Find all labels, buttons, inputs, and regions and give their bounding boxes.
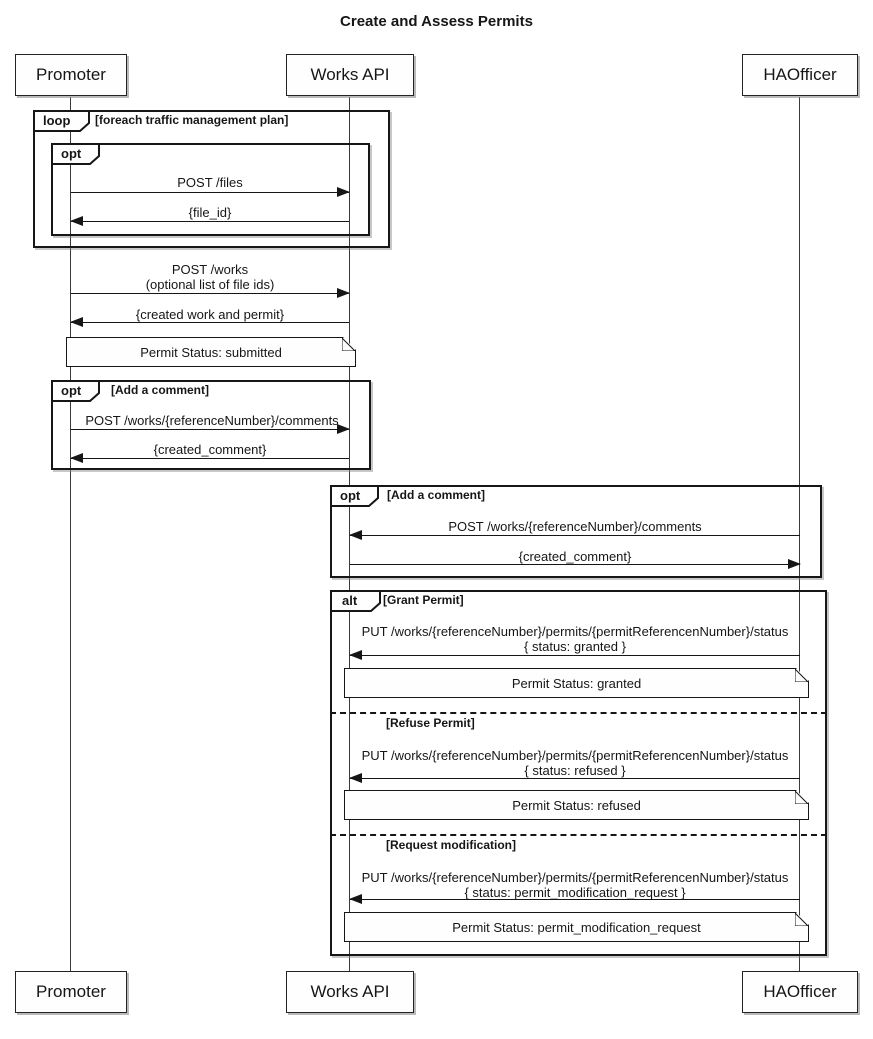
lifeline-haofficer bbox=[799, 97, 800, 971]
message-file-id-response: {file_id} bbox=[188, 205, 232, 220]
message-post-comment-ha: POST /works/{referenceNumber}/comments bbox=[448, 519, 702, 534]
arrow-post-works bbox=[71, 288, 350, 298]
frame-alt-assess: alt [Grant Permit] [Refuse Permit] [Requ… bbox=[330, 590, 827, 956]
frame-opt-ha-comment: opt [Add a comment] bbox=[330, 485, 822, 578]
frame-keyword-opt-upload: opt bbox=[61, 146, 82, 161]
message-put-status-path-refuse: PUT /works/{referenceNumber}/permits/{pe… bbox=[361, 748, 789, 763]
message-created-comment-promoter: {created_comment} bbox=[153, 442, 267, 457]
arrow-put-status-modification bbox=[349, 894, 800, 904]
participant-works-api-top: Works API bbox=[286, 54, 414, 96]
frame-loop: loop [foreach traffic management plan] bbox=[33, 110, 390, 248]
diagram-title: Create and Assess Permits bbox=[340, 13, 533, 30]
frame-keyword-opt-promoter-comment: opt bbox=[61, 383, 82, 398]
participant-haofficer-bottom: HAOfficer bbox=[742, 971, 858, 1013]
frame-keyword-loop: loop bbox=[43, 113, 71, 128]
frame-label-pentagon bbox=[51, 143, 101, 166]
alt-divider-modify bbox=[330, 834, 827, 836]
note-permit-status-submitted: Permit Status: submitted bbox=[66, 337, 356, 367]
message-status-granted: { status: granted } bbox=[524, 639, 626, 654]
participant-promoter-bottom: Promoter bbox=[15, 971, 127, 1013]
frame-keyword-opt-ha-comment: opt bbox=[340, 488, 361, 503]
note-fold-corner bbox=[795, 669, 808, 682]
message-status-modification: { status: permit_modification_request } bbox=[464, 885, 686, 900]
frame-label-pentagon bbox=[51, 380, 101, 403]
note-permit-status-refused: Permit Status: refused bbox=[344, 790, 809, 820]
arrow-created-work-response bbox=[70, 317, 349, 327]
note-text: Permit Status: permit_modification_reque… bbox=[452, 919, 701, 935]
arrow-put-status-refused bbox=[349, 773, 800, 783]
alt-divider-refuse bbox=[330, 712, 827, 714]
frame-opt-promoter-comment: opt [Add a comment] bbox=[51, 380, 371, 470]
participant-promoter-top: Promoter bbox=[15, 54, 127, 96]
arrow-created-comment-promoter bbox=[70, 453, 349, 463]
frame-label-pentagon bbox=[33, 110, 91, 133]
note-text: Permit Status: submitted bbox=[140, 344, 282, 360]
arrow-post-comment-ha bbox=[349, 530, 800, 540]
message-post-works-note: (optional list of file ids) bbox=[145, 277, 275, 292]
frame-opt-upload: opt bbox=[51, 143, 370, 236]
message-created-comment-ha: {created_comment} bbox=[518, 549, 632, 564]
note-permit-status-granted: Permit Status: granted bbox=[344, 668, 809, 698]
arrow-post-comment-promoter bbox=[71, 424, 350, 434]
message-put-status-path-grant: PUT /works/{referenceNumber}/permits/{pe… bbox=[361, 624, 789, 639]
frame-condition-request-modification: [Request modification] bbox=[386, 838, 517, 852]
frame-condition-grant-permit: [Grant Permit] bbox=[383, 593, 464, 607]
note-fold-corner bbox=[795, 913, 808, 926]
note-fold-corner bbox=[795, 791, 808, 804]
frame-condition-refuse-permit: [Refuse Permit] bbox=[386, 716, 475, 730]
frame-condition-opt-ha-comment: [Add a comment] bbox=[387, 488, 486, 502]
frame-label-pentagon bbox=[330, 590, 382, 613]
arrow-file-id-response bbox=[70, 216, 349, 226]
participant-haofficer-top: HAOfficer bbox=[742, 54, 858, 96]
arrow-created-comment-ha bbox=[350, 559, 801, 569]
note-permit-status-modification: Permit Status: permit_modification_reque… bbox=[344, 912, 809, 942]
message-created-work-response: {created work and permit} bbox=[135, 307, 285, 322]
frame-keyword-alt: alt bbox=[342, 593, 358, 608]
frame-condition-opt-promoter-comment: [Add a comment] bbox=[111, 383, 210, 397]
frame-condition-loop: [foreach traffic management plan] bbox=[95, 113, 289, 127]
frame-label-pentagon bbox=[330, 485, 380, 508]
arrow-post-files bbox=[71, 187, 350, 197]
message-status-refused: { status: refused } bbox=[524, 763, 626, 778]
arrow-put-status-granted bbox=[349, 650, 800, 660]
note-fold-corner bbox=[342, 338, 355, 351]
message-post-comment-promoter: POST /works/{referenceNumber}/comments bbox=[85, 413, 339, 428]
participant-works-api-bottom: Works API bbox=[286, 971, 414, 1013]
note-text: Permit Status: granted bbox=[511, 675, 642, 691]
lifeline-promoter bbox=[70, 97, 71, 971]
message-post-files: POST /files bbox=[177, 175, 243, 190]
message-put-status-path-modify: PUT /works/{referenceNumber}/permits/{pe… bbox=[361, 870, 789, 885]
note-text: Permit Status: refused bbox=[512, 797, 641, 813]
message-post-works: POST /works bbox=[171, 262, 249, 277]
